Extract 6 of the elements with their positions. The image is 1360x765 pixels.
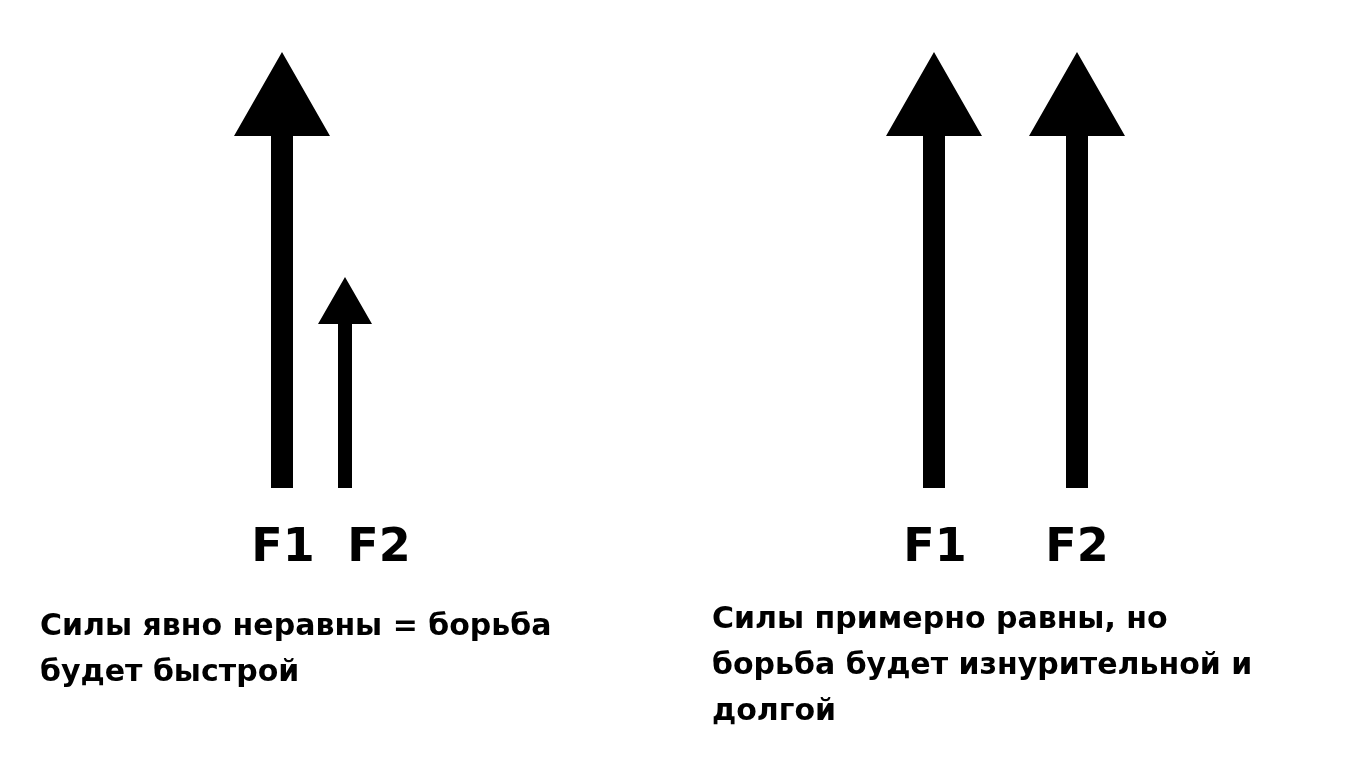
force-label: F1 bbox=[251, 522, 315, 568]
force-label: F2 bbox=[1045, 522, 1109, 568]
caption-text: Силы примерно равны, но борьба будет изнурительной и долгой bbox=[712, 599, 1254, 729]
force-label: F2 bbox=[347, 522, 411, 568]
force-label: F1 bbox=[903, 522, 967, 568]
caption-text: Силы явно неравны = борьба будет быстрой bbox=[40, 606, 553, 690]
